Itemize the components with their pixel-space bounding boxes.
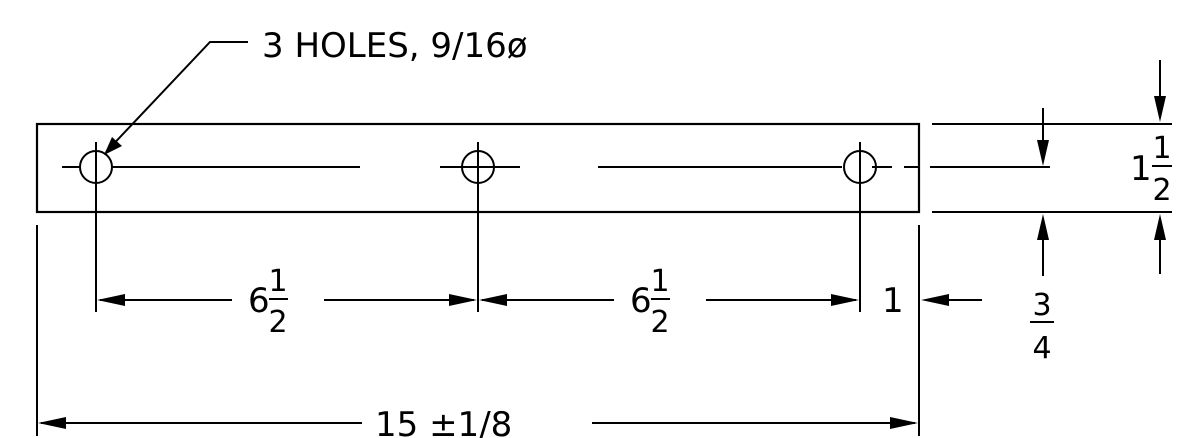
svg-text:1: 1 <box>882 281 904 321</box>
dim-centerline-text: 3 4 <box>1030 288 1054 366</box>
dim-spacing-1-line <box>97 294 477 306</box>
hole-right <box>843 142 877 192</box>
hole-leader <box>104 41 248 155</box>
dim-end-offset: 1 <box>882 281 982 321</box>
dim-width-arrows <box>1154 60 1166 274</box>
svg-text:1: 1 <box>1152 131 1171 166</box>
svg-text:3: 3 <box>1032 288 1051 323</box>
hole-middle <box>461 142 495 192</box>
extension-lines-horizontal <box>932 123 1172 213</box>
dim-spacing-2-text: 6 1 2 <box>630 264 670 340</box>
dim-width-text: 1 1 2 <box>1130 131 1172 208</box>
dim-spacing-2-line <box>479 294 859 306</box>
svg-text:4: 4 <box>1032 331 1051 366</box>
dim-overall-length-text: 15 ±1/8 <box>375 405 512 438</box>
dim-centerline-arrows <box>1037 108 1049 276</box>
svg-text:1: 1 <box>268 264 287 299</box>
svg-text:1: 1 <box>1130 149 1152 189</box>
svg-text:2: 2 <box>1152 173 1171 208</box>
svg-text:6: 6 <box>248 281 270 321</box>
svg-text:2: 2 <box>650 305 669 340</box>
hole-left <box>79 142 113 192</box>
extension-lines-vertical <box>36 192 920 436</box>
dim-overall-length-line <box>38 417 918 429</box>
dim-spacing-1-text: 6 1 2 <box>248 264 288 340</box>
svg-text:6: 6 <box>630 281 652 321</box>
svg-text:2: 2 <box>268 305 287 340</box>
hole-note: 3 HOLES, 9/16ø <box>262 26 528 66</box>
svg-text:1: 1 <box>650 264 669 299</box>
